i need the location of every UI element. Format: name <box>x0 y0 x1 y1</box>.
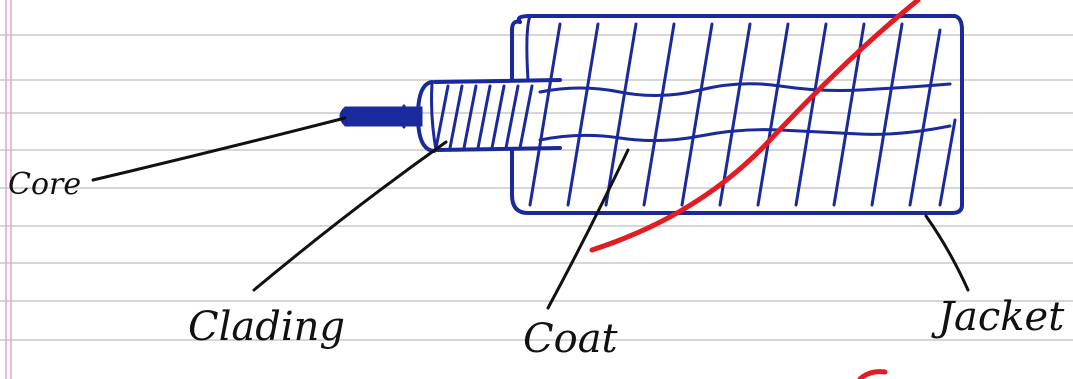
jacket-shape <box>510 14 964 215</box>
core-shape <box>339 104 423 129</box>
coat-lines <box>538 82 952 143</box>
label-jacket: Jacket <box>931 294 1065 340</box>
core-leader <box>91 116 347 182</box>
cladding-hatching <box>434 84 534 150</box>
ruled-lines <box>0 34 1073 341</box>
coat-leader <box>546 148 630 310</box>
jacket-leader <box>924 214 970 292</box>
margin-lines <box>5 0 12 379</box>
red-correction-marks <box>589 0 921 379</box>
cladding-leader <box>252 140 448 292</box>
leader-lines <box>91 116 970 310</box>
jacket-hatching <box>528 22 957 207</box>
label-core: Core <box>8 167 81 202</box>
label-coat: Coat <box>523 316 619 362</box>
label-cladding: Clading <box>188 304 345 350</box>
